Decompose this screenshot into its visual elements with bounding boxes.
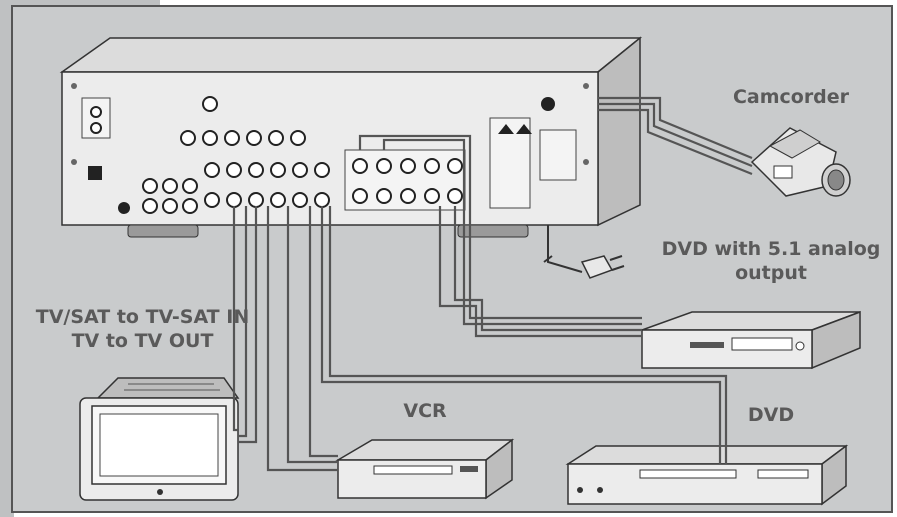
- dvd-51-label-line2: output: [735, 261, 807, 284]
- receiver-unit: [59, 36, 643, 238]
- camcorder-device: [750, 127, 851, 197]
- dvd-51-label-line1: DVD with 5.1 analog: [661, 238, 881, 260]
- camcorder-label: Camcorder: [732, 86, 850, 108]
- cables: [232, 96, 753, 472]
- dvd-51-device: [641, 310, 861, 370]
- tv-device: [79, 377, 240, 501]
- dvd-device: [565, 444, 849, 506]
- dvd-label: DVD: [747, 404, 795, 426]
- tv-label: TV/SAT to TV-SAT IN TV to TV OUT: [20, 306, 265, 354]
- dvd-51-label: DVD with 5.1 analog output: [656, 238, 886, 286]
- tv-label-line1: TV/SAT to TV-SAT IN: [35, 306, 250, 328]
- vcr-label: VCR: [403, 400, 447, 422]
- vcr-device: [335, 438, 515, 500]
- power-plug: [543, 225, 625, 279]
- tv-label-line2: TV to TV OUT: [71, 329, 214, 352]
